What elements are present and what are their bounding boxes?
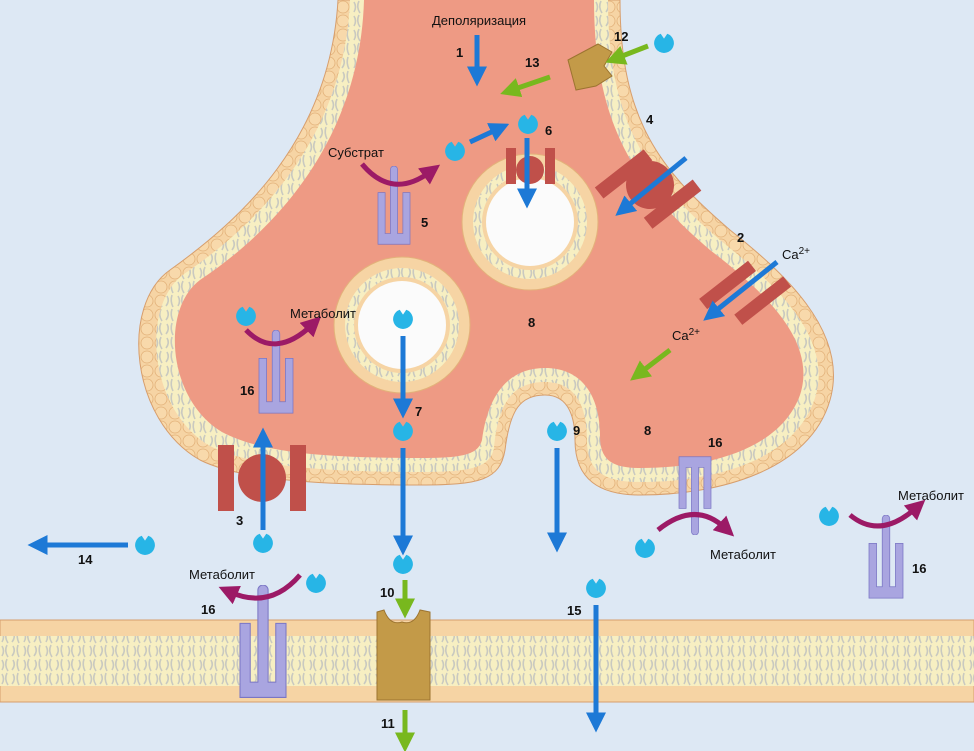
number-16-postsynaptic: 16 bbox=[201, 602, 215, 617]
label-calcium-extracellular: Ca2+ bbox=[782, 246, 810, 262]
synaptic-vesicle-lower bbox=[333, 256, 471, 394]
number-1: 1 bbox=[456, 45, 463, 60]
synaptic-vesicle-upper bbox=[461, 153, 599, 291]
number-4: 4 bbox=[646, 112, 654, 127]
label-depolarization: Деполяризация bbox=[432, 13, 526, 28]
number-16-extracellular: 16 bbox=[912, 561, 926, 576]
number-10: 10 bbox=[380, 585, 394, 600]
number-16-membrane: 16 bbox=[708, 435, 722, 450]
vesicular-transporter bbox=[506, 148, 555, 184]
enzyme-arrows bbox=[218, 162, 926, 605]
number-12: 12 bbox=[614, 29, 628, 44]
postsynaptic-membrane bbox=[0, 619, 974, 703]
number-2: 2 bbox=[737, 230, 744, 245]
label-metabolite-1: Метаболит bbox=[290, 306, 356, 321]
label-metabolite-3: Метаболит bbox=[898, 488, 964, 503]
arrow-ca-green bbox=[630, 348, 672, 381]
number-9: 9 bbox=[573, 423, 580, 438]
number-11: 11 bbox=[381, 716, 395, 731]
arrow-12 bbox=[605, 43, 649, 65]
green-arrows bbox=[395, 43, 672, 751]
number-8-cytoplasm: 8 bbox=[528, 315, 535, 330]
number-7: 7 bbox=[415, 404, 422, 419]
number-15: 15 bbox=[567, 603, 581, 618]
number-3: 3 bbox=[236, 513, 243, 528]
number-14: 14 bbox=[78, 552, 93, 567]
number-5: 5 bbox=[421, 215, 428, 230]
postsynaptic-receptor bbox=[376, 609, 431, 701]
number-6: 6 bbox=[545, 123, 552, 138]
metabolite-arrow-1 bbox=[244, 316, 322, 347]
arrow-2 bbox=[703, 260, 779, 321]
metabolite-arrow-4 bbox=[218, 573, 302, 605]
number-13: 13 bbox=[525, 55, 539, 70]
number-16-intracellular: 16 bbox=[240, 383, 254, 398]
label-substrate: Субстрат bbox=[328, 145, 384, 160]
label-metabolite-4: Метаболит bbox=[189, 567, 255, 582]
metabolite-arrow-2 bbox=[656, 512, 735, 537]
arrow-4 bbox=[615, 156, 688, 216]
label-calcium-intracellular: Ca2+ bbox=[672, 327, 700, 343]
number-8-exocytosis: 8 bbox=[644, 423, 651, 438]
arrow-13 bbox=[500, 74, 551, 98]
blue-arrows bbox=[27, 35, 779, 733]
substrate-arrow bbox=[360, 162, 441, 187]
presynaptic-autoreceptor bbox=[567, 43, 613, 91]
arrow-to-6 bbox=[468, 123, 510, 145]
label-metabolite-2: Метаболит bbox=[710, 547, 776, 562]
metabolite-arrow-3 bbox=[848, 499, 926, 529]
calcium-channel bbox=[699, 260, 792, 325]
